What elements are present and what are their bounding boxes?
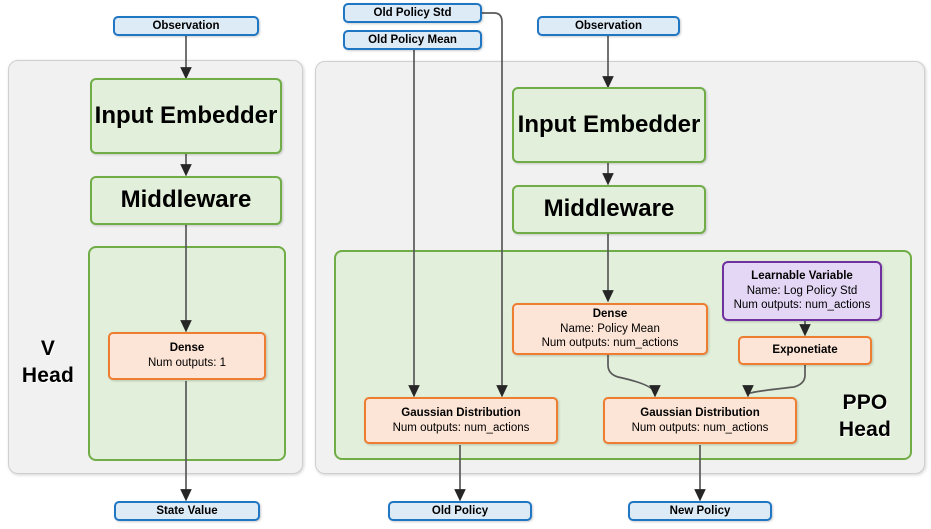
node-exponentiate-label: Exponetiate: [772, 344, 838, 357]
node-state-value-label: State Value: [156, 504, 218, 517]
node-input-embedder-v[interactable]: Input Embedder: [90, 78, 282, 154]
node-learnable-variable-title: Learnable Variable: [751, 269, 853, 282]
v-head-label-line1: V: [40, 337, 56, 360]
node-middleware-ppo-label: Middleware: [543, 195, 675, 223]
node-dense-policy-mean-outputs: Num outputs: num_actions: [541, 337, 679, 350]
node-dense-policy-mean-name: Name: Policy Mean: [560, 322, 660, 335]
node-learnable-variable-name: Name: Log Policy Std: [746, 284, 858, 297]
node-learnable-variable-outputs: Num outputs: num_actions: [733, 299, 871, 312]
node-new-policy-output[interactable]: New Policy: [628, 501, 772, 521]
node-old-policy-output[interactable]: Old Policy: [388, 501, 532, 521]
node-dense-v-title: Dense: [169, 342, 205, 355]
node-observation-v-label: Observation: [152, 19, 220, 32]
node-input-embedder-ppo-label: Input Embedder: [517, 110, 701, 138]
node-gaussian-new-title: Gaussian Distribution: [640, 406, 760, 419]
node-exponentiate[interactable]: Exponetiate: [738, 336, 872, 365]
node-input-embedder-v-label: Input Embedder: [94, 101, 278, 129]
node-middleware-ppo[interactable]: Middleware: [512, 185, 706, 234]
ppo-head-label-line1: PPO: [842, 391, 888, 414]
node-new-policy-output-label: New Policy: [669, 504, 731, 517]
node-middleware-v[interactable]: Middleware: [90, 176, 282, 225]
node-observation-v[interactable]: Observation: [113, 16, 259, 36]
node-gaussian-new-outputs: Num outputs: num_actions: [631, 421, 769, 434]
v-head-label: V Head: [14, 336, 82, 390]
node-state-value[interactable]: State Value: [114, 501, 260, 521]
node-old-policy-mean-label: Old Policy Mean: [368, 33, 457, 46]
node-gaussian-distribution-old[interactable]: Gaussian Distribution Num outputs: num_a…: [364, 397, 558, 444]
node-input-embedder-ppo[interactable]: Input Embedder: [512, 87, 706, 163]
node-observation-ppo[interactable]: Observation: [537, 16, 680, 36]
node-gaussian-old-outputs: Num outputs: num_actions: [392, 421, 530, 434]
node-dense-v-outputs: Num outputs: 1: [148, 357, 226, 369]
node-old-policy-output-label: Old Policy: [431, 504, 489, 517]
node-gaussian-distribution-new[interactable]: Gaussian Distribution Num outputs: num_a…: [603, 397, 797, 444]
ppo-head-label-line2: Head: [838, 417, 892, 441]
node-middleware-v-label: Middleware: [120, 186, 252, 214]
node-dense-policy-mean-title: Dense: [592, 307, 628, 320]
node-old-policy-mean[interactable]: Old Policy Mean: [343, 30, 482, 50]
v-head-label-line2: Head: [21, 363, 75, 387]
ppo-head-label: PPO Head: [820, 390, 910, 444]
node-old-policy-std-label: Old Policy Std: [373, 6, 452, 19]
node-observation-ppo-label: Observation: [574, 19, 643, 32]
node-gaussian-old-title: Gaussian Distribution: [401, 406, 521, 419]
node-learnable-variable[interactable]: Learnable Variable Name: Log Policy Std …: [722, 261, 882, 321]
node-old-policy-std[interactable]: Old Policy Std: [343, 3, 482, 23]
node-dense-v[interactable]: Dense Num outputs: 1: [108, 332, 266, 380]
node-dense-policy-mean[interactable]: Dense Name: Policy Mean Num outputs: num…: [512, 303, 708, 355]
